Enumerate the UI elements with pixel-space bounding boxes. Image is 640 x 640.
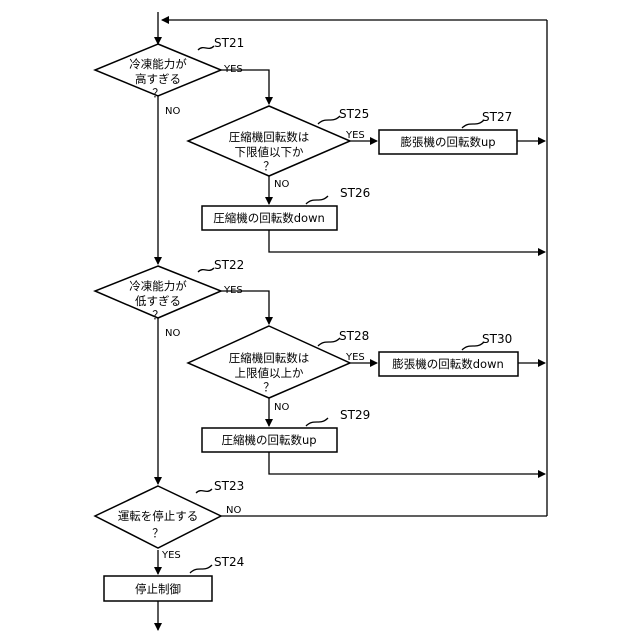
st28-text-1: 圧縮機回転数は [229, 351, 310, 365]
decision-st22: 冷凍能力が 低すぎる ？ ST22 [95, 258, 244, 322]
st28-text-2: 上限値以上か [235, 366, 304, 380]
decision-st21: 冷凍能力が 高すぎる ？ ST21 [95, 36, 244, 100]
decision-st25: 圧縮機回転数は 下限値以下か ？ ST25 [188, 106, 369, 176]
st22-no-label: NO [165, 328, 180, 339]
st25-text-2: 下限値以下か [235, 145, 304, 159]
st22-yes-label: YES [223, 285, 243, 296]
st23-no-label: NO [226, 505, 241, 516]
st27-text: 膨張機の回転数up [400, 135, 495, 149]
st21-yes-label: YES [223, 64, 243, 75]
st26-text: 圧縮機の回転数down [213, 211, 325, 225]
st27-step-label: ST27 [482, 110, 512, 124]
st29-text: 圧縮機の回転数up [221, 433, 316, 447]
st28-text-3: ？ [263, 380, 275, 394]
connectors [158, 12, 547, 630]
st30-text: 膨張機の回転数down [392, 357, 504, 371]
process-st27: 膨張機の回転数up ST27 [379, 110, 517, 154]
st26-step-label: ST26 [340, 186, 370, 200]
decision-st23: 運転を停止する ？ ST23 [95, 479, 244, 548]
decision-st28: 圧縮機回転数は 上限値以上か ？ ST28 [188, 326, 369, 398]
st23-yes-label: YES [161, 550, 181, 561]
st22-text-3: ？ [152, 308, 164, 322]
process-st30: 膨張機の回転数down ST30 [379, 332, 518, 376]
st25-no-label: NO [274, 179, 289, 190]
st22-step-label: ST22 [214, 258, 244, 272]
st21-text-1: 冷凍能力が [129, 57, 187, 71]
st23-text-1: 運転を停止する [118, 509, 199, 523]
st25-step-label: ST25 [339, 107, 369, 121]
process-st26: 圧縮機の回転数down ST26 [202, 186, 370, 230]
process-st24: 停止制御 ST24 [104, 555, 244, 601]
st30-step-label: ST30 [482, 332, 512, 346]
st24-step-label: ST24 [214, 555, 244, 569]
st21-step-label: ST21 [214, 36, 244, 50]
st22-text-1: 冷凍能力が [129, 279, 187, 293]
st25-text-1: 圧縮機回転数は [229, 130, 310, 144]
st28-no-label: NO [274, 402, 289, 413]
st24-text: 停止制御 [135, 582, 181, 596]
st23-text-2: ？ [152, 526, 164, 540]
st23-step-label: ST23 [214, 479, 244, 493]
process-st29: 圧縮機の回転数up ST29 [202, 408, 370, 452]
st21-no-label: NO [165, 106, 180, 117]
st29-step-label: ST29 [340, 408, 370, 422]
st21-text-2: 高すぎる [135, 72, 181, 86]
st22-text-2: 低すぎる [135, 294, 181, 308]
st28-step-label: ST28 [339, 329, 369, 343]
st21-text-3: ？ [152, 86, 164, 100]
st25-text-3: ？ [263, 159, 275, 173]
